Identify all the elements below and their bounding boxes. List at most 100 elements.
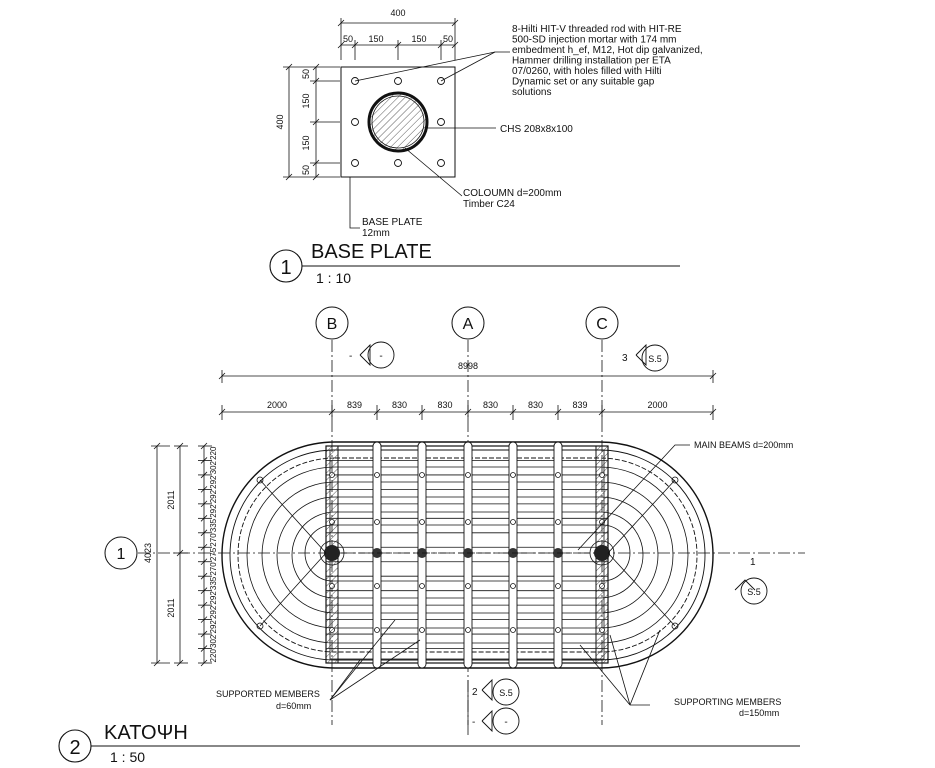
base-plate-detail: 400 50 150 150 50 400 50 150 150 50 — [275, 8, 703, 239]
base-plate-dim-seg: 50 — [443, 34, 453, 44]
plan-dim-segment: 2000 — [647, 400, 667, 410]
section-ref: S.5 — [747, 587, 761, 597]
plan-dim-left-small-label: 275 — [209, 547, 218, 561]
plate-note-2: 12mm — [362, 228, 390, 239]
title-1-number: 1 — [280, 257, 291, 279]
column-c — [594, 545, 610, 561]
supporting-member — [417, 441, 427, 669]
section-ref: - — [504, 717, 507, 728]
plan-dim-left-small-label: 292 — [209, 605, 218, 619]
plan-dim-segments: 2000 839 830 830 830 830 839 2000 — [267, 400, 668, 410]
plan-dim-left-small-label: 292 — [209, 591, 218, 605]
base-plate-dim-seg: 150 — [368, 34, 383, 44]
plan-dim-left-small-label: 220 — [209, 446, 218, 460]
plan-dim-segment: 839 — [347, 400, 362, 410]
title-2-scale: 1 : 50 — [110, 749, 145, 765]
supporting-member — [553, 441, 563, 669]
plan-dim-total: 8998 — [458, 361, 478, 371]
anchor-bolts — [351, 77, 445, 167]
title-block-2: 2 ΚΑΤΟΨΗ 1 : 50 — [58, 722, 800, 765]
section-marks — [359, 341, 768, 735]
plan-dim-left-small: 2203022922922923352702752703352922922923… — [209, 446, 218, 662]
grid-label-1: 1 — [117, 546, 126, 563]
plan-dim-segment: 2000 — [267, 400, 287, 410]
base-plate-top-dimensions — [337, 18, 459, 60]
plan-dim-segment: 830 — [528, 400, 543, 410]
main-beams-note: MAIN BEAMS d=200mm — [694, 440, 793, 450]
supporting-member — [372, 441, 382, 669]
column-note-1: COLOUMN d=200mm — [463, 188, 562, 199]
grid-label-a: A — [463, 316, 474, 333]
plan-dim-left-small-label: 220 — [209, 649, 218, 663]
plan-dim-left-small-label: 302 — [209, 460, 218, 474]
plan-dim-left-small-label: 292 — [209, 489, 218, 503]
plan-left-dimensions — [151, 442, 212, 667]
section-ref: - — [379, 351, 382, 362]
supporting-member — [508, 441, 518, 669]
title-block-1: 1 BASE PLATE 1 : 10 — [269, 241, 680, 286]
plate-note-1: BASE PLATE — [362, 217, 423, 228]
base-plate-dim-seg: 150 — [411, 34, 426, 44]
supported-note-1: SUPPORTED MEMBERS — [216, 689, 320, 699]
base-plate-dim-seg: 50 — [343, 34, 353, 44]
chs-note: CHS 208x8x100 — [500, 124, 573, 135]
plan-dim-left-small-label: 270 — [209, 533, 218, 547]
grid-bubble-1 — [104, 536, 138, 570]
column-note-2: Timber C24 — [463, 199, 515, 210]
base-plate-dim-seg-left: 50 — [301, 165, 311, 175]
plan-dim-left-total: 4023 — [143, 543, 153, 563]
plan-dim-left-half: 2011 — [166, 598, 176, 617]
plan-dim-segment: 830 — [392, 400, 407, 410]
plan-dim-left-small-label: 302 — [209, 634, 218, 648]
grid-bubbles: B A C 1 — [104, 306, 619, 570]
section-num: - — [349, 351, 352, 362]
plan-dim-segment: 839 — [572, 400, 587, 410]
base-plate-left-dimensions — [283, 63, 340, 181]
section-num: 1 — [750, 557, 756, 568]
section-num: 2 — [472, 687, 478, 698]
base-plate-outline — [340, 66, 456, 178]
base-plate-dim-seg-left: 150 — [301, 135, 311, 150]
plan-dim-left-small-label: 292 — [209, 504, 218, 518]
title-1-scale: 1 : 10 — [316, 270, 351, 286]
base-plate-dim-seg-left: 50 — [301, 69, 311, 79]
plan-dim-left-small-label: 292 — [209, 475, 218, 489]
title-1-name: BASE PLATE — [311, 241, 432, 263]
plan-dim-segment: 830 — [483, 400, 498, 410]
grid-label-b: B — [327, 316, 338, 333]
section-ref: S.5 — [648, 354, 662, 364]
supporting-note-2: d=150mm — [739, 708, 779, 718]
plan-dim-left-small-label: 335 — [209, 518, 218, 532]
supported-note-2: d=60mm — [276, 701, 311, 711]
plan-top-dimensions — [218, 370, 717, 420]
supporting-member — [463, 441, 473, 669]
grid-bubble-c — [585, 306, 619, 340]
column-inner-edge — [371, 95, 425, 149]
title-2-number: 2 — [69, 737, 80, 759]
plan-leaders — [329, 444, 690, 706]
plan-dim-left-small-label: 335 — [209, 576, 218, 590]
base-plate-dim-total-top: 400 — [390, 8, 405, 18]
columns — [324, 545, 610, 561]
base-plate-leaders — [349, 51, 510, 229]
base-plate-dim-seg-left: 150 — [301, 93, 311, 108]
section-num: 3 — [622, 353, 628, 364]
base-plate-dim-total-left: 400 — [275, 114, 285, 129]
grid-label-c: C — [596, 316, 608, 333]
plan-dim-left-half: 2011 — [166, 490, 176, 509]
plan-dim-left-small-label: 270 — [209, 562, 218, 576]
column-b — [324, 545, 340, 561]
supporting-note-1: SUPPORTING MEMBERS — [674, 697, 781, 707]
supporting-members — [329, 441, 605, 669]
end-bracing — [256, 476, 679, 630]
plan-dim-left-small-label: 292 — [209, 620, 218, 634]
grid-bubble-b — [315, 306, 349, 340]
chs-column-section — [367, 91, 429, 153]
grid-bubble-a — [451, 306, 485, 340]
section-ref: S.5 — [499, 688, 513, 698]
title-2-name: ΚΑΤΟΨΗ — [104, 722, 188, 744]
plan-dim-segment: 830 — [437, 400, 452, 410]
section-num: - — [472, 717, 475, 728]
